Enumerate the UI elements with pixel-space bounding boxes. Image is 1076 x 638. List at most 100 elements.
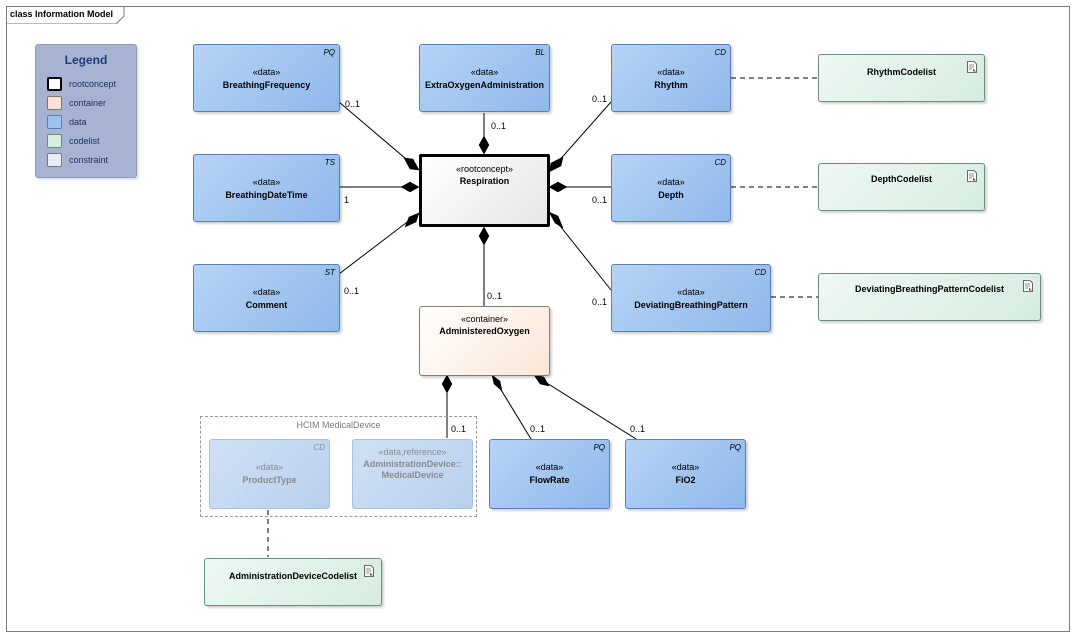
multiplicity-rhythm: 0..1 — [592, 94, 608, 104]
document-icon — [967, 170, 977, 182]
hcim-medicaldevice-group: HCIM MedicalDevice — [200, 416, 477, 517]
codelist-name: RhythmCodelist — [866, 67, 936, 77]
multiplicity-flow-rate: 0..1 — [530, 424, 546, 434]
multiplicity-depth: 0..1 — [592, 195, 608, 205]
document-icon — [967, 61, 977, 73]
datatype-label: CD — [754, 268, 766, 277]
class-name: Comment — [245, 300, 288, 310]
datatype-label: BL — [535, 48, 545, 57]
diamond-depth — [548, 181, 568, 193]
multiplicity-breathing-datetime: 1 — [344, 195, 350, 205]
node-rhythm[interactable]: CD «data» Rhythm — [611, 44, 731, 112]
node-flow-rate[interactable]: PQ «data» FlowRate — [489, 439, 610, 509]
class-name: AdministeredOxygen — [439, 326, 530, 336]
codelist-deviating-breathing-pattern[interactable]: DeviatingBreathingPatternCodelist — [818, 273, 1041, 321]
node-administered-oxygen[interactable]: «container» AdministeredOxygen — [419, 306, 550, 376]
datatype-label: CD — [714, 48, 726, 57]
class-name: BreathingDateTime — [225, 190, 308, 200]
codelist-depth[interactable]: DepthCodelist — [818, 163, 985, 211]
node-respiration[interactable]: «rootconcept» Respiration — [419, 154, 550, 227]
codelist-administration-device[interactable]: AdministrationDeviceCodelist — [204, 558, 382, 606]
stereotype-label: «data» — [657, 177, 685, 187]
edge-fio2 — [533, 374, 637, 440]
stereotype-label: «rootconcept» — [455, 164, 514, 174]
node-product-type[interactable]: CD «data» ProductType — [209, 439, 330, 509]
class-name: DeviatingBreathingPattern — [634, 300, 748, 310]
multiplicity-extra-oxygen: 0..1 — [491, 121, 507, 131]
node-breathing-frequency[interactable]: PQ «data» BreathingFrequency — [193, 44, 340, 112]
diamond-administered-oxygen — [478, 226, 490, 246]
diamond-extra-oxygen — [478, 135, 490, 155]
node-fio2[interactable]: PQ «data» FiO2 — [625, 439, 746, 509]
multiplicity-comment: 0..1 — [344, 286, 360, 296]
document-icon — [364, 565, 374, 577]
multiplicity-fio2: 0..1 — [630, 424, 646, 434]
stereotype-label: «data» — [252, 67, 281, 77]
class-name-line2: MedicalDevice — [381, 470, 444, 480]
datatype-label: TS — [324, 158, 335, 167]
legend-label: constraint — [69, 155, 109, 165]
frame-title: class Information Model — [10, 9, 114, 19]
legend-label: rootconcept — [69, 79, 117, 89]
node-depth[interactable]: CD «data» Depth — [611, 154, 731, 222]
diamond-breathing-datetime — [400, 181, 420, 193]
legend-label: data — [69, 117, 87, 127]
class-name: Respiration — [459, 176, 510, 186]
codelist-name: DepthCodelist — [870, 174, 932, 184]
stereotype-label: «data» — [657, 67, 685, 77]
legend-swatch-constraint — [47, 153, 62, 167]
legend-label: codelist — [69, 136, 100, 146]
stereotype-label: «data» — [252, 287, 281, 297]
legend-label: container — [69, 98, 107, 108]
legend-swatch-codelist — [47, 134, 62, 148]
datatype-label: PQ — [593, 443, 605, 452]
class-name: ExtraOxygenAdministration — [424, 80, 545, 90]
edge-comment — [338, 212, 420, 275]
class-name: Rhythm — [654, 80, 688, 90]
stereotype-label: «data» — [252, 177, 281, 187]
datatype-label: CD — [714, 158, 726, 167]
datatype-label: ST — [324, 268, 335, 277]
multiplicity-medical-device: 0..1 — [451, 424, 467, 434]
codelist-rhythm[interactable]: RhythmCodelist — [818, 54, 985, 102]
stereotype-label: «container» — [460, 314, 509, 324]
class-name-line1: AdministrationDevice:: — [363, 459, 462, 469]
multiplicity-deviating-pattern: 0..1 — [592, 297, 608, 307]
stereotype-label: «data» — [255, 462, 284, 472]
class-name: FiO2 — [675, 475, 696, 485]
node-medical-device[interactable]: «data,reference» AdministrationDevice:: … — [352, 439, 473, 509]
legend-swatch-rootconcept — [47, 77, 62, 91]
diamond-flow-rate — [491, 374, 503, 392]
node-comment[interactable]: ST «data» Comment — [193, 264, 340, 332]
diamond-comment — [404, 212, 420, 228]
node-deviating-breathing-pattern[interactable]: CD «data» DeviatingBreathingPattern — [611, 264, 771, 332]
datatype-label: PQ — [729, 443, 741, 452]
stereotype-label: «data» — [470, 67, 499, 77]
node-breathing-datetime[interactable]: TS «data» BreathingDateTime — [193, 154, 340, 222]
legend: Legend rootconcept container data codeli… — [35, 44, 137, 178]
diamond-medical-device — [441, 374, 453, 394]
multiplicity-administered-oxygen: 0..1 — [487, 291, 503, 301]
class-name: BreathingFrequency — [222, 80, 311, 90]
legend-swatch-container — [47, 96, 62, 110]
class-name: ProductType — [242, 475, 297, 485]
node-extra-oxygen-administration[interactable]: BL «data» ExtraOxygenAdministration — [419, 44, 550, 112]
frame-tab-outline — [6, 6, 125, 24]
datatype-label: CD — [313, 443, 325, 452]
class-name: FlowRate — [529, 475, 570, 485]
diamond-rhythm — [548, 156, 564, 173]
class-name: Depth — [658, 190, 684, 200]
stereotype-label: «data» — [535, 462, 564, 472]
legend-swatch-data — [47, 115, 62, 129]
stereotype-label: «data» — [677, 287, 705, 297]
document-icon — [1023, 280, 1033, 292]
diagram-frame — [6, 6, 1070, 632]
stereotype-label: «data,reference» — [378, 447, 447, 457]
stereotype-label: «data» — [671, 462, 700, 472]
legend-title: Legend — [64, 53, 108, 67]
multiplicity-breathing-frequency: 0..1 — [345, 99, 361, 109]
diamond-breathing-frequency — [403, 157, 420, 171]
diamond-fio2 — [533, 374, 550, 387]
codelist-name: AdministrationDeviceCodelist — [228, 571, 358, 581]
